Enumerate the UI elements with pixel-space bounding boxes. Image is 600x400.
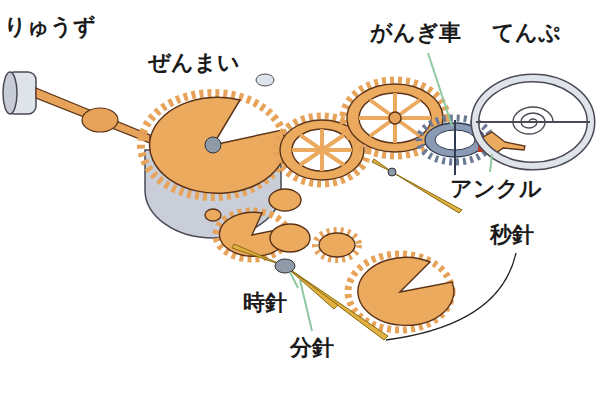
motion-works bbox=[205, 209, 454, 330]
balance-wheel bbox=[475, 78, 591, 166]
part-label: 時針 bbox=[243, 290, 287, 316]
watch-hands bbox=[232, 159, 462, 340]
part-label: がんぎ車 bbox=[370, 20, 461, 46]
part-label: ぜんまい bbox=[148, 50, 240, 76]
part-label: 秒針 bbox=[490, 222, 534, 248]
crown bbox=[3, 72, 150, 143]
part-label: てんぷ bbox=[492, 20, 561, 46]
part-label: アンクル bbox=[450, 176, 542, 202]
part-label: 分針 bbox=[290, 335, 334, 361]
part-label: りゅうず bbox=[4, 14, 96, 40]
